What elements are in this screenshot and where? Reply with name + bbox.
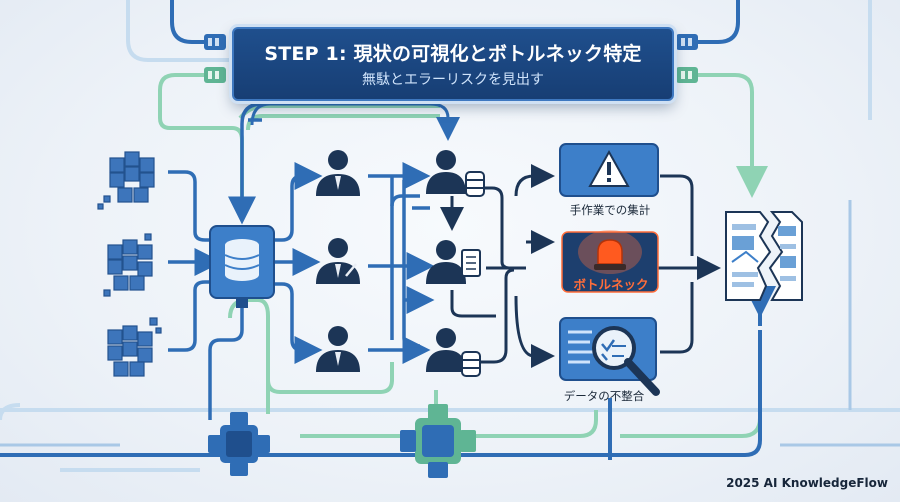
source-cubes-bottom [107,317,162,377]
banner-plugs [204,34,698,83]
warning-panel [559,143,659,197]
source-cubes-middle [103,233,153,297]
source-cubes-top [97,151,155,210]
report-document-icon [725,211,803,301]
issue-label-bottleneck: ボトルネック [573,277,649,292]
bottom-junction-center [400,404,476,478]
brand-credit: 2025 AI KnowledgeFlow [726,476,888,490]
background-wires [0,0,900,472]
manager-icons [316,150,360,372]
magnifier-panel [559,317,660,396]
issue-label-data-inconsistency: データの不整合 [563,389,645,403]
issue-label-manual-aggregation: 手作業での集計 [569,203,651,217]
banner-subtitle: 無駄とエラーリスクを見出す [362,72,544,88]
worker-icons [426,150,485,377]
database-icon [209,225,275,308]
bottom-junction-left [208,412,270,476]
banner-title: STEP 1: 現状の可視化とボトルネック特定 [264,43,642,65]
alarm-panel [561,230,659,293]
step-banner: STEP 1: 現状の可視化とボトルネック特定 無駄とエラーリスクを見出す [232,27,674,101]
banner-wires-blue [170,0,740,44]
